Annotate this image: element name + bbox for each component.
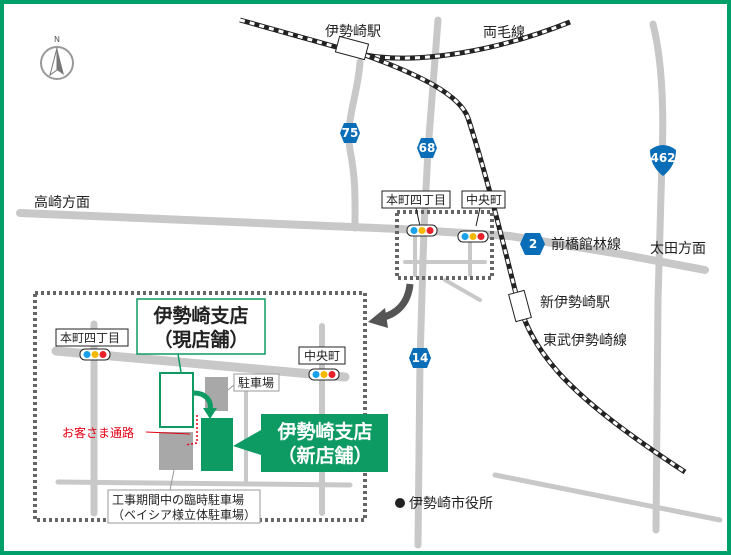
traffic-signal-icon xyxy=(308,368,340,381)
svg-text:本町四丁目: 本町四丁目 xyxy=(386,193,446,207)
city-hall-label: 伊勢崎市役所 xyxy=(409,495,493,512)
svg-text:本町四丁目: 本町四丁目 xyxy=(60,331,120,345)
relocation-arrowhead-icon xyxy=(203,408,217,419)
intersection-chuo-inset: 中央町 xyxy=(298,346,346,381)
detail-area-outline xyxy=(395,210,494,280)
parking-label: 駐車場 xyxy=(238,375,274,390)
current-store-callout: 伊勢崎支店 （現店舗） xyxy=(136,298,266,373)
temporary-parking-title: 工事期間中の臨時駐車場 xyxy=(112,492,244,507)
road-75 xyxy=(345,58,364,232)
route-68-badge: 68 xyxy=(417,138,437,158)
isesaki-station-marker xyxy=(334,35,370,61)
svg-text:68: 68 xyxy=(419,141,436,155)
svg-text:2: 2 xyxy=(529,237,537,251)
road-lower-right xyxy=(492,472,723,523)
temporary-parking-callout: 工事期間中の臨時駐車場 （ベイシア様立体駐車場） xyxy=(107,469,261,524)
intersection-honcho-inset: 本町四丁目 xyxy=(55,328,129,361)
intersection-chuo-top: 中央町 xyxy=(457,190,506,243)
railways xyxy=(239,17,687,475)
new-store-title: 伊勢崎支店 xyxy=(276,420,372,443)
temporary-parking-building xyxy=(159,432,193,470)
tobu-line-label: 東武伊勢崎線 xyxy=(543,333,627,349)
intersection-honcho-top: 本町四丁目 xyxy=(381,190,451,237)
route2-name-label: 前橋館林線 xyxy=(551,236,621,253)
customer-path-line xyxy=(184,415,198,446)
zoom-arrowhead-icon xyxy=(368,308,388,328)
relocation-arrow-icon xyxy=(193,390,213,411)
svg-text:中央町: 中央町 xyxy=(466,192,502,207)
svg-text:14: 14 xyxy=(412,351,429,365)
svg-text:75: 75 xyxy=(342,126,359,140)
customer-path-pointer xyxy=(145,431,191,435)
shin-isesaki-station-marker xyxy=(508,289,532,323)
road-route2 xyxy=(16,209,709,274)
traffic-signal-icon xyxy=(406,224,438,237)
customer-path-label: お客さま通路 xyxy=(62,425,134,440)
temporary-parking-subtitle: （ベイシア様立体駐車場） xyxy=(112,507,256,522)
parking-callout xyxy=(233,373,280,392)
svg-text:462: 462 xyxy=(650,151,675,165)
route-2-badge: 2 xyxy=(520,233,545,255)
north-compass-icon: N xyxy=(40,35,74,80)
shin-isesaki-station-label: 新伊勢崎駅 xyxy=(540,295,610,311)
route-14-badge: 14 xyxy=(409,348,431,368)
takasaki-direction-label: 高崎方面 xyxy=(34,194,90,211)
inset-road-lower xyxy=(55,479,353,488)
new-store-building xyxy=(201,418,233,471)
traffic-signal-icon xyxy=(79,348,111,361)
city-hall-marker-icon xyxy=(395,498,405,508)
svg-text:中央町: 中央町 xyxy=(304,348,340,363)
route-462-badge: 462 xyxy=(650,145,676,176)
traffic-signal-icon xyxy=(457,230,489,243)
current-store-title: 伊勢崎支店 xyxy=(152,304,248,327)
ota-direction-label: 太田方面 xyxy=(650,241,706,257)
compass-label: N xyxy=(54,35,60,44)
road-small xyxy=(443,278,482,302)
current-store-subtitle: （現店舗） xyxy=(153,328,248,351)
ryomo-line-label: 両毛線 xyxy=(483,25,525,41)
route-75-badge: 75 xyxy=(340,123,360,143)
current-store-building xyxy=(159,372,194,428)
new-store-callout: 伊勢崎支店 （新店舗） xyxy=(233,414,388,472)
new-store-subtitle: （新店舗） xyxy=(277,444,372,467)
isesaki-station-label: 伊勢崎駅 xyxy=(325,24,381,40)
